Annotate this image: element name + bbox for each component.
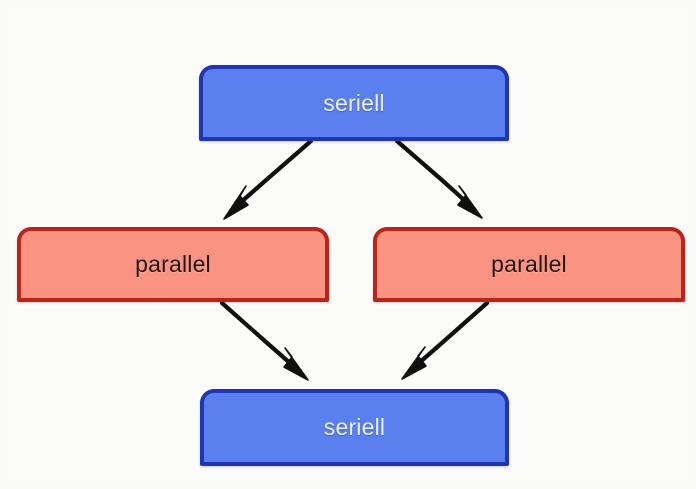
edge-top-to-left bbox=[223, 138, 314, 220]
edge-top-to-right bbox=[394, 138, 483, 219]
edge-left-to-bottom bbox=[219, 300, 309, 381]
node-parallel-left[interactable]: parallel bbox=[17, 227, 329, 302]
node-parallel-right[interactable]: parallel bbox=[373, 227, 685, 302]
node-parallel-right-label: parallel bbox=[491, 251, 567, 277]
node-serial-top[interactable]: seriell bbox=[199, 65, 509, 141]
node-serial-top-label: seriell bbox=[323, 89, 385, 116]
edge-right-to-bottom bbox=[401, 300, 490, 380]
node-serial-bottom-label: seriell bbox=[323, 414, 386, 440]
node-parallel-left-label: parallel bbox=[135, 251, 211, 277]
node-serial-bottom[interactable]: seriell bbox=[200, 389, 509, 466]
